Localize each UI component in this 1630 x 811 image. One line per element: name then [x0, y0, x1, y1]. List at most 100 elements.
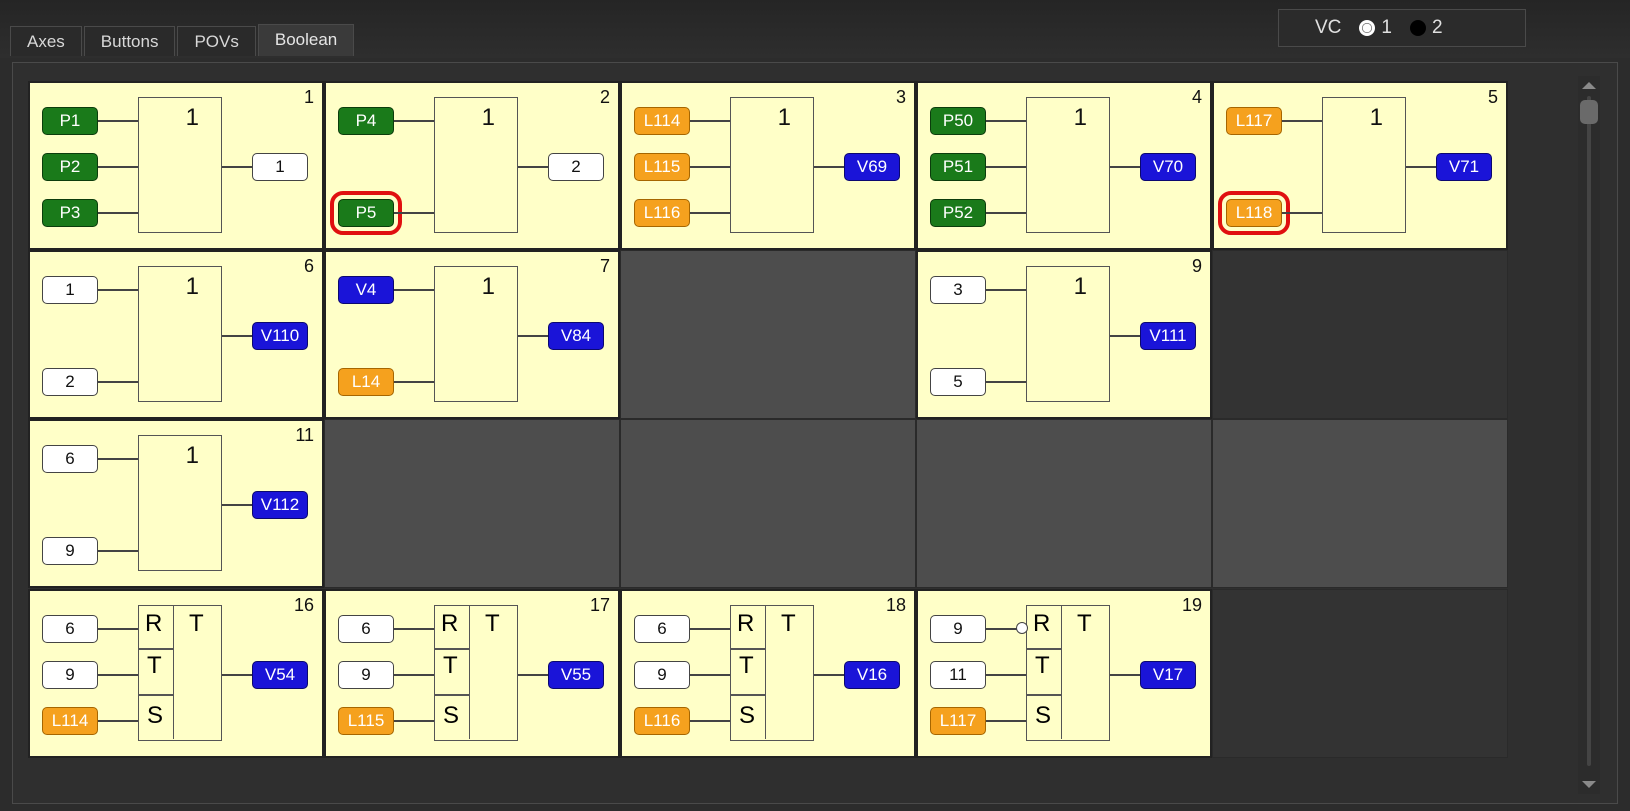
empty-cell[interactable]	[620, 250, 916, 419]
empty-cell[interactable]	[916, 419, 1212, 588]
ff-set-pin: S	[443, 702, 460, 729]
connector-wire	[986, 674, 1026, 676]
output-label[interactable]: V84	[548, 322, 604, 350]
scroll-thumb[interactable]	[1580, 100, 1598, 124]
input-label[interactable]: P5	[330, 191, 402, 235]
input-label[interactable]: 6	[338, 615, 394, 643]
output-label[interactable]: 2	[548, 153, 604, 181]
ff-input-column	[435, 606, 470, 739]
output-label[interactable]: V110	[252, 322, 308, 350]
input-label[interactable]: 9	[42, 661, 98, 689]
input-label[interactable]: 2	[42, 368, 98, 396]
input-label[interactable]: 6	[42, 445, 98, 473]
input-label[interactable]: L115	[338, 707, 394, 735]
input-label[interactable]: L117	[1226, 107, 1282, 135]
connector-wire	[394, 212, 434, 214]
input-label[interactable]: P3	[42, 199, 98, 227]
cell-number: 4	[1191, 87, 1202, 107]
input-label[interactable]: P2	[42, 153, 98, 181]
input-label[interactable]: P50	[930, 107, 986, 135]
input-label[interactable]: 9	[930, 615, 986, 643]
input-label[interactable]: L116	[634, 707, 690, 735]
output-label[interactable]: V69	[844, 153, 900, 181]
input-label[interactable]: 6	[634, 615, 690, 643]
empty-cell[interactable]	[620, 419, 916, 588]
input-label[interactable]: 9	[338, 661, 394, 689]
scroll-up-arrow-icon[interactable]	[1582, 82, 1596, 89]
input-label[interactable]: V4	[338, 276, 394, 304]
input-label[interactable]: 3	[930, 276, 986, 304]
input-label[interactable]: 9	[42, 537, 98, 565]
vc-radio-2[interactable]: 2	[1409, 17, 1443, 39]
cell-number: 1	[303, 87, 314, 107]
connector-wire	[98, 628, 138, 630]
output-label[interactable]: V17	[1140, 661, 1196, 689]
connector-wire	[222, 504, 252, 506]
tab-buttons[interactable]: Buttons	[83, 26, 176, 56]
gate-label: 1	[185, 442, 199, 469]
ff-divider	[435, 648, 469, 650]
input-label[interactable]: L118	[1218, 191, 1290, 235]
tab-axes[interactable]: Axes	[10, 26, 82, 56]
input-label[interactable]: P1	[42, 107, 98, 135]
ff-divider	[1027, 694, 1061, 696]
input-label[interactable]: P52	[930, 199, 986, 227]
output-label[interactable]: V111	[1140, 322, 1196, 350]
input-label[interactable]: 5	[930, 368, 986, 396]
vertical-scrollbar[interactable]	[1578, 76, 1600, 794]
input-label[interactable]: 6	[42, 615, 98, 643]
input-label[interactable]: L117	[930, 707, 986, 735]
input-label[interactable]: 1	[42, 276, 98, 304]
connector-wire	[690, 674, 730, 676]
input-label[interactable]: P4	[338, 107, 394, 135]
input-label[interactable]: 11	[930, 661, 986, 689]
connector-wire	[394, 720, 434, 722]
input-label[interactable]: L114	[42, 707, 98, 735]
connector-wire	[1110, 674, 1140, 676]
output-label[interactable]: V16	[844, 661, 900, 689]
scroll-track[interactable]	[1587, 96, 1591, 766]
input-label[interactable]: L114	[634, 107, 690, 135]
tab-boolean[interactable]: Boolean	[257, 24, 355, 56]
input-label[interactable]: P51	[930, 153, 986, 181]
input-label[interactable]: L116	[634, 199, 690, 227]
ff-reset-pin: R	[1033, 610, 1051, 637]
output-label[interactable]: V112	[252, 491, 308, 519]
connector-wire	[518, 335, 548, 337]
output-label[interactable]: V71	[1436, 153, 1492, 181]
ff-divider	[731, 648, 765, 650]
vc-radio-1[interactable]: 1	[1359, 17, 1392, 39]
empty-cell[interactable]	[1212, 589, 1508, 758]
input-label[interactable]: L115	[634, 153, 690, 181]
empty-cell[interactable]	[1212, 419, 1508, 588]
empty-cell[interactable]	[1212, 250, 1508, 419]
output-label[interactable]: V55	[548, 661, 604, 689]
scroll-down-arrow-icon[interactable]	[1582, 781, 1596, 788]
output-label[interactable]: 1	[252, 153, 308, 181]
input-label[interactable]: L14	[338, 368, 394, 396]
output-label[interactable]: V70	[1140, 153, 1196, 181]
input-label[interactable]: 9	[634, 661, 690, 689]
ff-input-column	[139, 606, 174, 739]
connector-wire	[690, 628, 730, 630]
connector-wire	[98, 289, 138, 291]
ff-divider	[731, 694, 765, 696]
empty-cell[interactable]	[324, 419, 620, 588]
tab-povs[interactable]: POVs	[177, 26, 256, 56]
output-label[interactable]: V54	[252, 661, 308, 689]
